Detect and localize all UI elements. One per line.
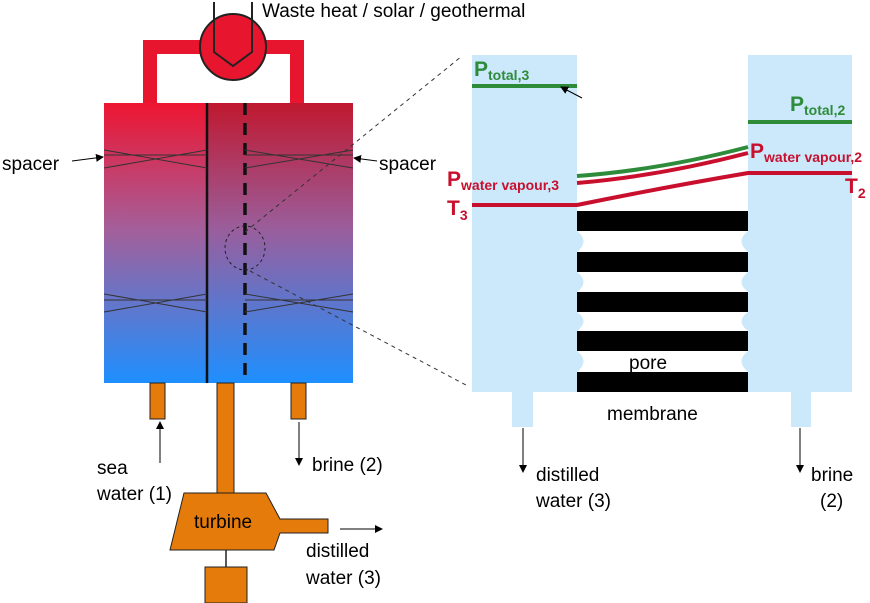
turbine-label: turbine — [194, 512, 252, 533]
vessel — [103, 103, 354, 383]
brine-right-label-2: (2) — [820, 491, 843, 512]
sea-water-label-1: sea — [97, 458, 128, 479]
p-vapour-line — [576, 151, 749, 185]
feed-chamber — [748, 55, 852, 392]
brine-left-label: brine (2) — [312, 455, 383, 476]
p-total-3-arrow — [560, 86, 583, 99]
spacer-right-arrow — [353, 154, 378, 163]
spacer-left-label: spacer — [2, 154, 60, 175]
p-total-3-label: Ptotal,3 — [474, 58, 529, 83]
heat-exchanger-icon — [199, 13, 267, 81]
distilled-right-label-1: distilled — [536, 465, 599, 486]
pore-label: pore — [629, 353, 667, 374]
p-total-gap-line — [576, 145, 749, 178]
distillate-chamber — [472, 55, 577, 392]
heat-loop — [143, 2, 304, 103]
t3-label: T3 — [447, 197, 468, 223]
p-total-2-label: Ptotal,2 — [790, 93, 845, 118]
p-vapour-2-label: Pwater vapour,2 — [750, 140, 862, 165]
distilled-right-label-2: water (3) — [535, 491, 611, 512]
brine-right-label-1: brine — [811, 465, 853, 486]
zoom-circle — [224, 225, 266, 271]
t2-label: T2 — [845, 175, 866, 201]
spacer-top — [103, 149, 354, 169]
distilled-left-label-2: water (3) — [305, 568, 381, 589]
distilled-left-label-1: distilled — [306, 541, 369, 562]
heat-source-label: Waste heat / solar / geothermal — [262, 1, 525, 22]
membrane-label: membrane — [607, 404, 698, 425]
zoom-line-bottom — [249, 270, 467, 386]
membrane-detail — [472, 55, 852, 427]
outlet-pipes — [149, 382, 329, 603]
temperature-line — [472, 171, 852, 207]
p-vapour-3-label: Pwater vapour,3 — [447, 168, 559, 193]
spacer-right-label: spacer — [379, 154, 437, 175]
sea-water-label-2: water (1) — [96, 484, 172, 505]
spacer-bottom — [103, 293, 354, 313]
zoom-line-top — [244, 55, 463, 233]
membrane-bars — [577, 211, 748, 392]
spacer-left-arrow — [71, 153, 104, 162]
